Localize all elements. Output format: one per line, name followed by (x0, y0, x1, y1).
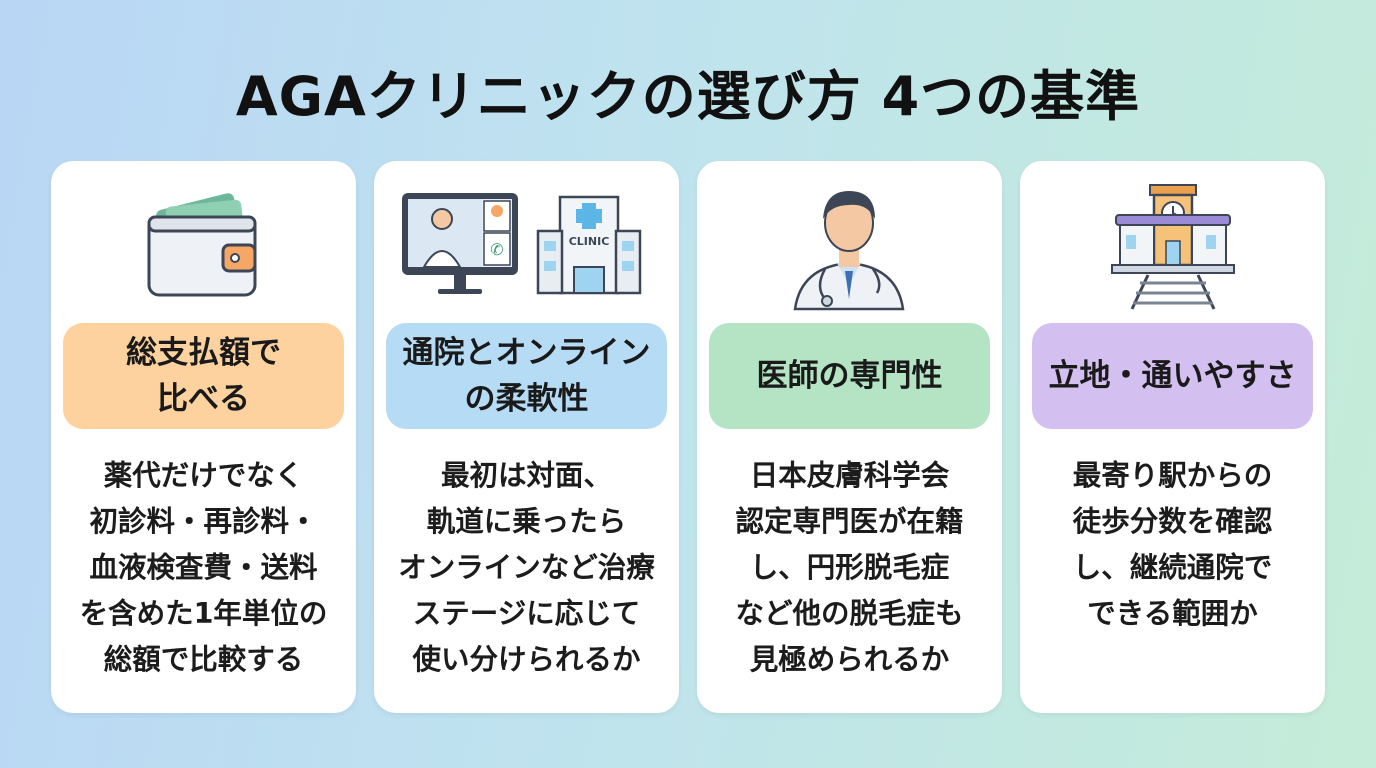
card-doctor-expertise: 医師の専門性 日本皮膚科学会 認定専門医が在籍 し、円形脱毛症 など他の脱毛症も… (697, 161, 1002, 713)
card-location: 立地・通いやすさ 最寄り駅からの 徒歩分数を確認 し、継続通院で できる範囲か (1020, 161, 1325, 713)
card-description: 薬代だけでなく 初診料・再診料・ 血液検査費・送料 を含めた1年単位の 総額で比… (79, 459, 328, 676)
card-total-cost: 総支払額で 比べる 薬代だけでなく 初診料・再診料・ 血液検査費・送料 を含めた… (51, 161, 356, 713)
card-label: 医師の専門性 (756, 358, 943, 394)
page-title: AGAクリニックの選び方 4つの基準 (235, 65, 1141, 128)
card-label: 立地・通いやすさ (1048, 358, 1297, 394)
online-clinic-icon: ✆ CLINIC (374, 175, 679, 311)
card-flexibility: ✆ CLINIC 通院とオンライン の柔軟性 最初は対面、 軌道に乗ったら オン… (374, 161, 679, 713)
card-label: 通院とオンライン の柔軟性 (402, 335, 651, 417)
doctor-icon (697, 175, 1002, 311)
card-label-box: 立地・通いやすさ (1032, 323, 1313, 429)
station-icon (1020, 175, 1325, 311)
card-description: 最初は対面、 軌道に乗ったら オンラインなど治療 ステージに応じて 使い分けられ… (398, 459, 655, 676)
card-description: 日本皮膚科学会 認定専門医が在籍 し、円形脱毛症 など他の脱毛症も 見極められる… (735, 459, 964, 676)
card-label-box: 通院とオンライン の柔軟性 (386, 323, 667, 429)
card-label-box: 医師の専門性 (709, 323, 990, 429)
card-label: 総支払額で 比べる (126, 335, 281, 417)
card-label-box: 総支払額で 比べる (63, 323, 344, 429)
card-description: 最寄り駅からの 徒歩分数を確認 し、継続通院で できる範囲か (1072, 459, 1273, 630)
wallet-icon (51, 175, 356, 311)
clinic-sign: CLINIC (569, 235, 610, 248)
svg-text:✆: ✆ (490, 240, 503, 259)
